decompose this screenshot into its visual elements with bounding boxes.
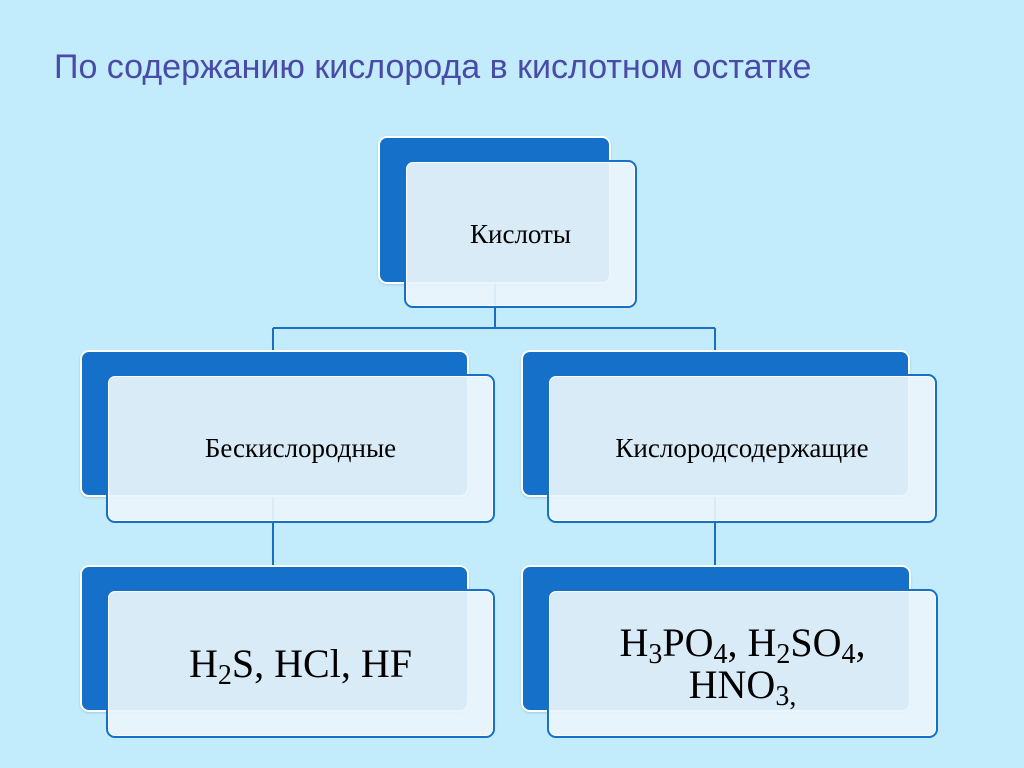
node-right-examples-box: H3PO4, H2SO4,HNO3, xyxy=(547,589,938,738)
right-examples-formula: H3PO4, H2SO4,HNO3, xyxy=(619,619,866,712)
node-root-box: Кислоты xyxy=(404,160,637,308)
left-examples-formula: H2S, HCl, HF xyxy=(189,640,412,691)
node-root-label: Кислоты xyxy=(470,218,571,249)
node-left-box: Бескислородные xyxy=(106,374,495,523)
page-title: По содержанию кислорода в кислотном оста… xyxy=(54,48,812,86)
node-right-label: Кислородсодержащие xyxy=(615,433,869,463)
node-left-label: Бескислородные xyxy=(204,433,397,463)
node-right-box: Кислородсодержащие xyxy=(547,374,937,523)
node-left-examples-box: H2S, HCl, HF xyxy=(106,589,495,738)
